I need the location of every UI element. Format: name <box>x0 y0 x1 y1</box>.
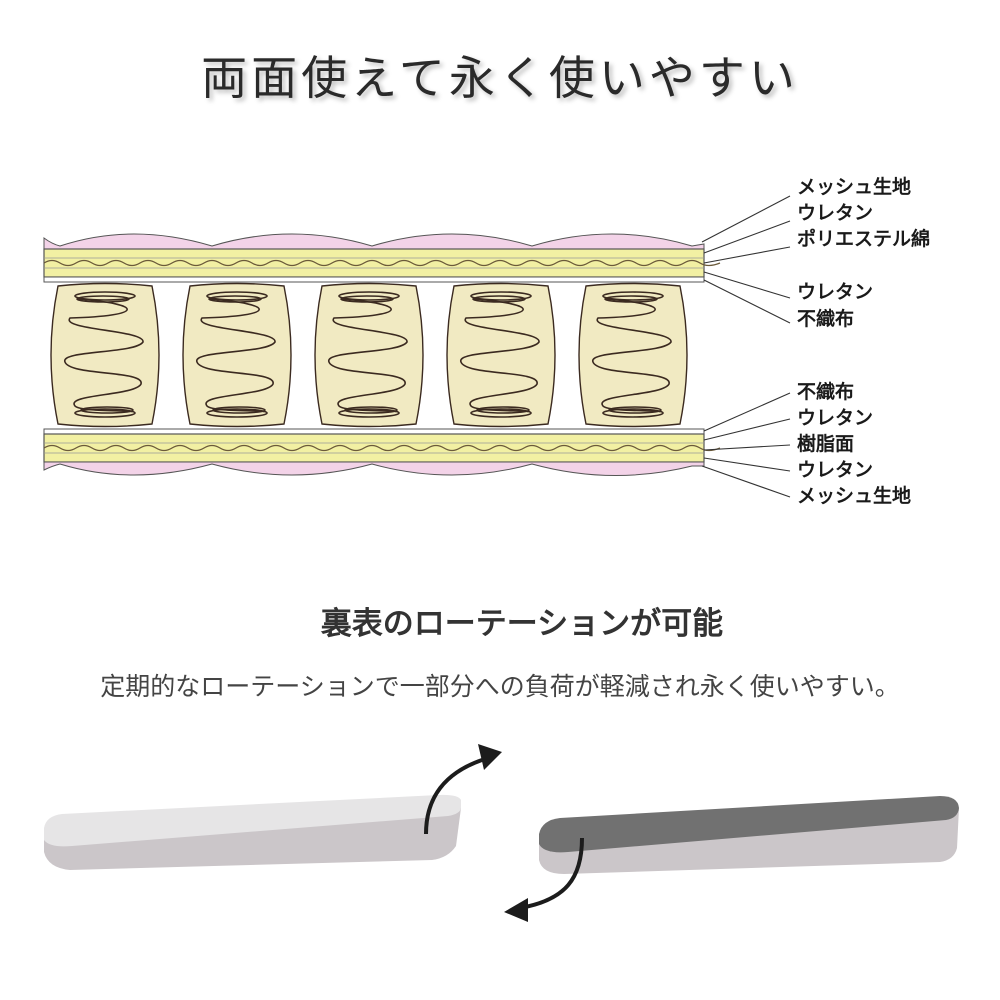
rotation-description: 定期的なローテーションで一部分への負荷が軽減され永く使いやすい。 <box>100 672 900 701</box>
label-bottom-urethane: ウレタン <box>797 407 874 429</box>
label-top-polyester: ポリエステル綿 <box>797 228 931 250</box>
spring-pocket-3 <box>314 282 424 428</box>
mattress-cross-section-diagram <box>43 195 791 498</box>
light-side-mattress <box>44 794 461 870</box>
flip-arrow-up-icon <box>424 744 502 835</box>
label-leader-lines <box>701 195 791 498</box>
label-top-urethane: ウレタン <box>797 202 874 224</box>
top-mesh-layer <box>43 233 705 251</box>
spring-coil-3 <box>328 291 408 418</box>
spring-coil-1 <box>64 291 144 418</box>
label-bottom-urethane-2: ウレタン <box>797 459 874 481</box>
top-polyester-wave <box>43 259 721 267</box>
rotation-heading: 裏表のローテーションが可能 <box>320 606 724 642</box>
label-top-mesh: メッシュ生地 <box>797 176 912 198</box>
spring-pocket-2 <box>182 282 292 428</box>
bottom-urethane-layer <box>43 433 705 463</box>
label-top-nonwoven: 不織布 <box>797 308 855 330</box>
flip-arrow-down-icon <box>504 837 584 922</box>
spring-coil-2 <box>196 291 276 418</box>
spring-pocket-4 <box>446 282 556 428</box>
spring-pocket-1 <box>50 282 160 428</box>
bottom-resin-wave <box>43 444 721 452</box>
top-urethane-layer <box>43 248 705 278</box>
bottom-mesh-layer <box>43 461 705 477</box>
spring-coil-5 <box>592 291 672 418</box>
spring-pocket-5 <box>578 282 688 428</box>
spring-coils <box>50 282 688 428</box>
label-top-urethane-2: ウレタン <box>797 281 874 303</box>
top-nonwoven-layer <box>43 276 705 283</box>
label-bottom-mesh: メッシュ生地 <box>797 485 912 507</box>
label-bottom-resin: 樹脂面 <box>797 433 855 455</box>
label-bottom-nonwoven: 不織布 <box>797 381 855 403</box>
spring-coil-4 <box>460 291 540 418</box>
page-title: 両面使えて永く使いやすい <box>201 51 799 105</box>
dark-side-mattress <box>539 796 959 874</box>
